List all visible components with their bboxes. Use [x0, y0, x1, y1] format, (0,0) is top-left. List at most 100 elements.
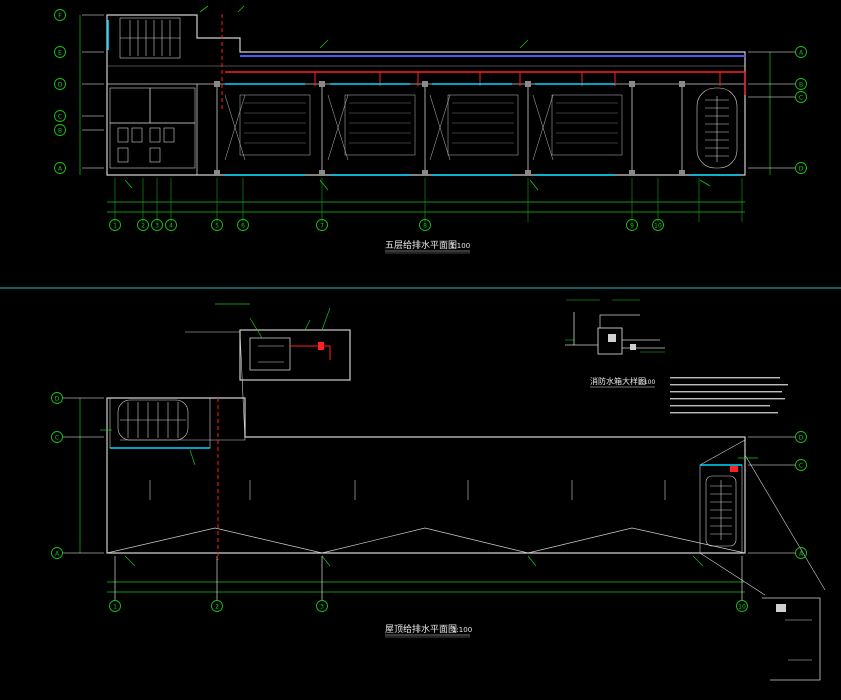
axis-label: C [799, 95, 803, 102]
axis-bubble [54, 78, 66, 90]
roof-stair-left [117, 399, 189, 441]
roof-window-marks [110, 447, 742, 466]
top-dimension-lines [79, 15, 771, 213]
axis-bubble [54, 110, 66, 122]
axis-bubble [137, 219, 149, 231]
axis-label: A [58, 166, 63, 173]
top-plan-scale: 1:100 [450, 242, 470, 250]
top-toilet-rooms [109, 87, 196, 169]
top-partitions [196, 84, 683, 175]
axis-label: 4 [169, 223, 173, 230]
roof-title-block: 屋顶给排水平面图 1:100 [385, 623, 472, 638]
axis-bubble [109, 600, 121, 612]
axis-bubble [54, 124, 66, 136]
axis-bubble [795, 162, 807, 174]
axis-label: 7 [320, 223, 324, 230]
tank-elevation-detail: 消防水箱大样图 1:100 [565, 299, 665, 388]
roof-gutter-slope [106, 527, 746, 554]
roof-plan [62, 397, 826, 600]
axis-bubble [51, 547, 63, 559]
axis-bubble [419, 219, 431, 231]
top-floor-plan [79, 5, 796, 222]
axis-bubble [795, 431, 807, 443]
axis-label: B [58, 128, 62, 135]
axis-bubble [316, 219, 328, 231]
axis-bubble [795, 459, 807, 471]
axis-label: C [58, 114, 62, 121]
tank-plan-detail [120, 303, 351, 441]
axis-bubble [54, 46, 66, 58]
axis-bubble [54, 162, 66, 174]
top-grid-lines [114, 178, 743, 222]
top-axis-bubbles-right: A BC D [795, 46, 807, 174]
axis-label: D [799, 166, 804, 173]
top-columns [214, 81, 685, 176]
axis-label: 1 [113, 223, 117, 230]
roof-axis-bubbles-left: D C A [51, 392, 63, 559]
axis-label: A [55, 551, 60, 558]
roof-detail-leader [699, 454, 826, 596]
axis-bubble [237, 219, 249, 231]
axis-bubble [652, 219, 664, 231]
roof-parapet-corner [699, 439, 746, 466]
axis-label: 9 [630, 223, 634, 230]
notes-block [670, 377, 788, 414]
tank-detail-scale: 1:100 [638, 379, 655, 386]
axis-bubble [795, 91, 807, 103]
axis-label: B [799, 82, 803, 89]
roof-plan-title: 屋顶给排水平面图 [385, 623, 457, 635]
axis-label: 6 [241, 223, 245, 230]
axis-label: 5 [215, 223, 219, 230]
axis-label: 10 [654, 223, 662, 230]
axis-bubble [211, 600, 223, 612]
axis-bubble [151, 219, 163, 231]
axis-label: A [799, 50, 804, 57]
top-stair-right [696, 87, 738, 169]
top-stair-left [119, 17, 181, 59]
axis-label: C [55, 435, 59, 442]
roof-dimension-lines [79, 398, 745, 593]
top-axis-ticks [82, 14, 796, 169]
axis-label: 1 [113, 604, 117, 611]
top-title-block: 五层给排水平面图 1:100 [385, 239, 470, 254]
axis-label: D [799, 435, 804, 442]
axis-label: 3 [320, 604, 324, 611]
axis-label: 2 [215, 604, 219, 611]
top-supply-pipe [225, 71, 746, 95]
roof-axis-bubbles-bottom: 1 2 3 10 [109, 600, 748, 612]
roof-axis-bubbles-right: D C A [795, 431, 807, 559]
axis-bubble [795, 547, 807, 559]
tank-detail-title: 消防水箱大样图 [590, 376, 646, 386]
axis-label: E [58, 50, 62, 57]
axis-label: C [799, 463, 803, 470]
axis-label: 8 [423, 223, 427, 230]
axis-bubble [109, 219, 121, 231]
roof-axis-ticks [62, 397, 796, 600]
axis-bubble [211, 219, 223, 231]
axis-bubble [795, 78, 807, 90]
top-desk-rows [244, 102, 618, 144]
axis-label: A [799, 551, 804, 558]
top-window-marks [107, 20, 740, 176]
top-leaders [124, 5, 711, 191]
axis-bubble [54, 9, 66, 21]
axis-bubble [626, 219, 638, 231]
roof-leaders [100, 429, 758, 567]
axis-label: F [58, 13, 62, 20]
axis-bubble [165, 219, 177, 231]
axis-bubble [51, 431, 63, 443]
axis-label: 2 [141, 223, 145, 230]
axis-label: D [58, 82, 63, 89]
roof-corner-detail [762, 597, 821, 681]
top-plan-title: 五层给排水平面图 [385, 239, 457, 251]
axis-bubble [736, 600, 748, 612]
axis-bubble [316, 600, 328, 612]
top-classroom-furniture [224, 94, 623, 161]
roof-plan-scale: 1:100 [452, 626, 472, 634]
axis-bubble [795, 46, 807, 58]
axis-label: D [55, 396, 60, 403]
axis-label: 10 [738, 604, 746, 611]
